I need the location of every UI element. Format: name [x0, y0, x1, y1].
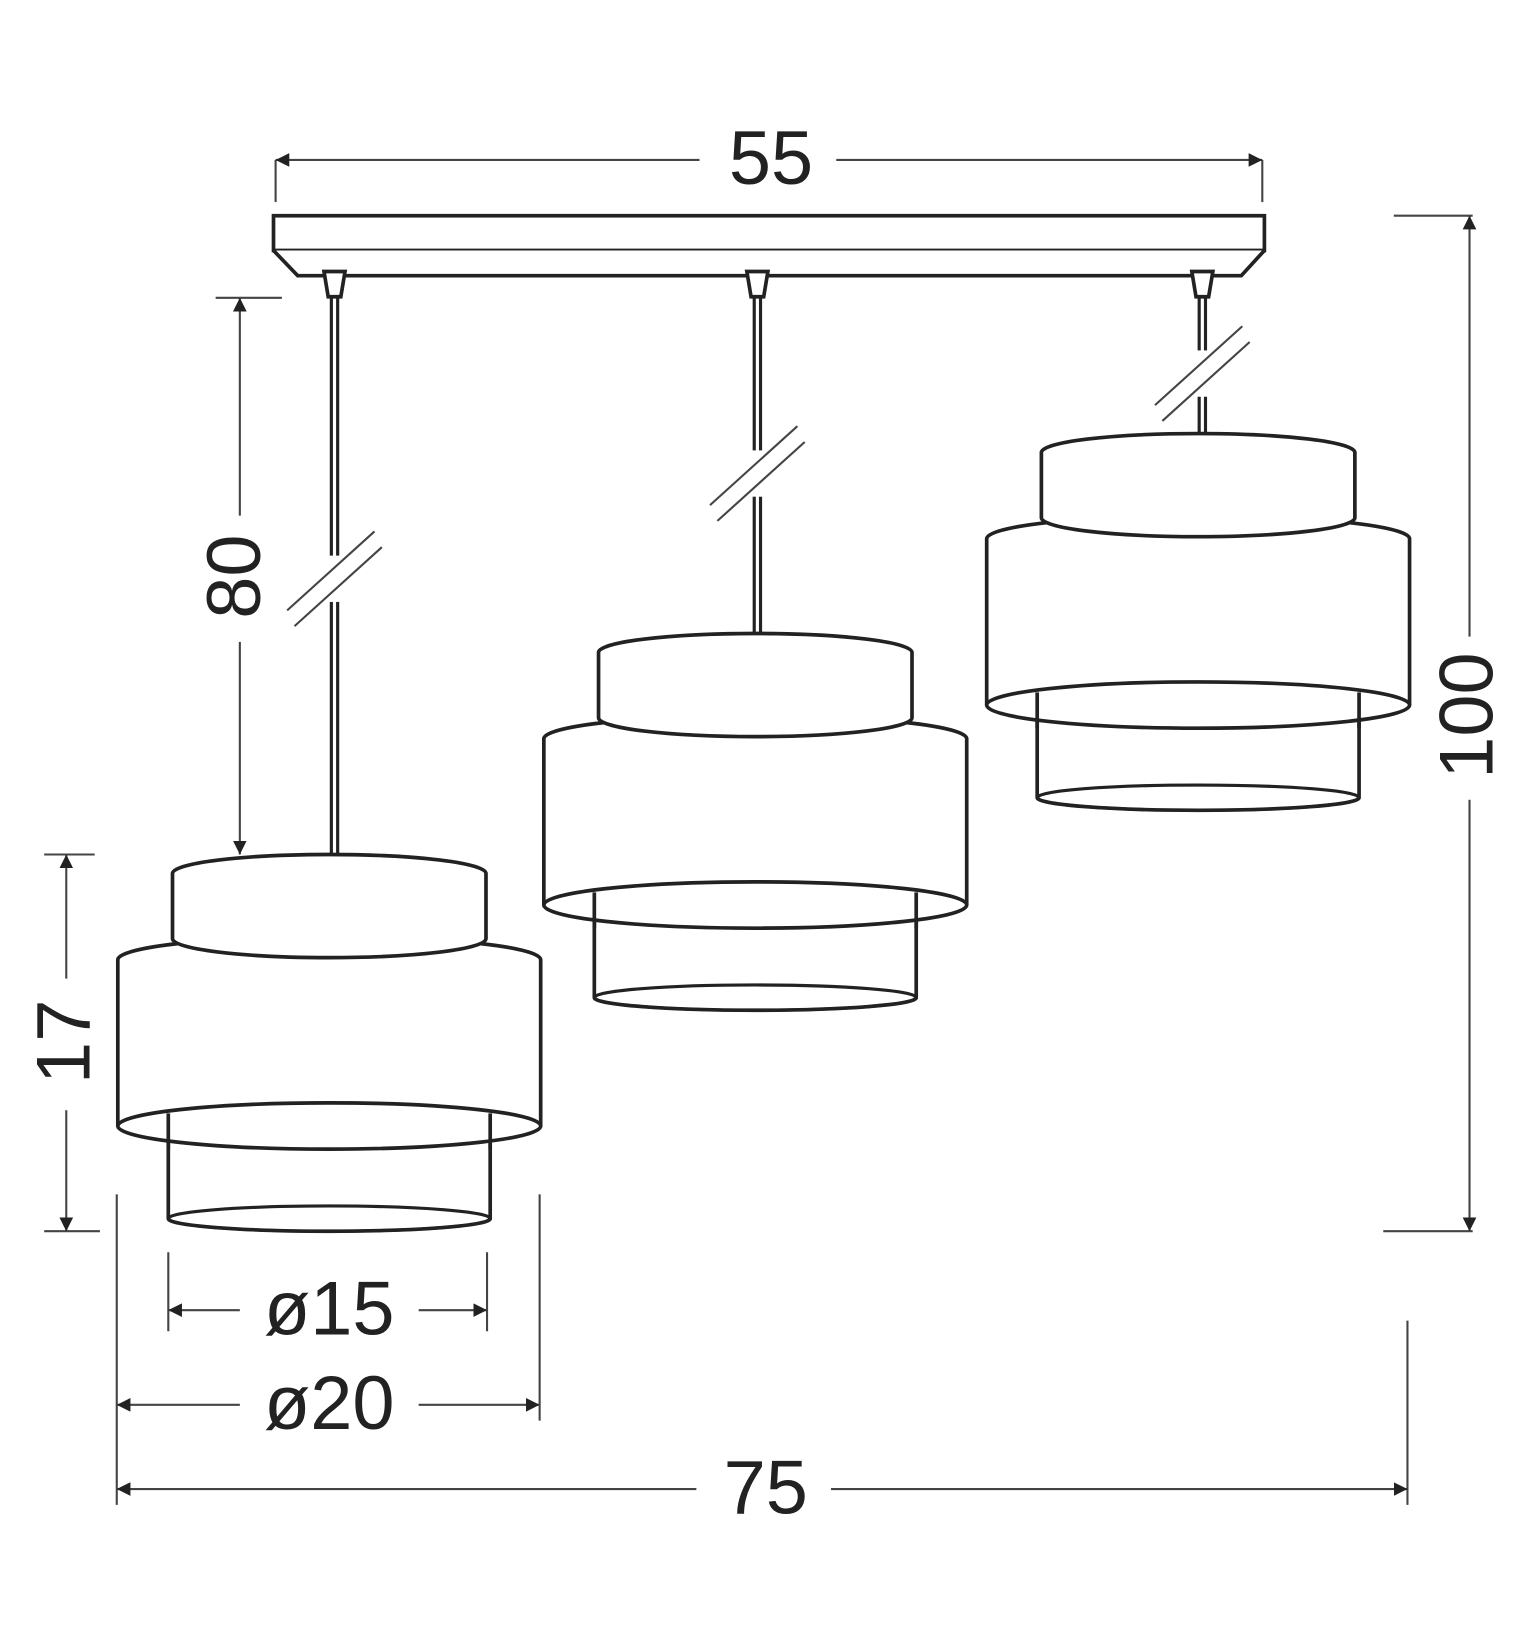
dimension-label-outer-diameter: ø20	[264, 1361, 395, 1446]
dimension-75: 75	[116, 1320, 1409, 1530]
dimension-label-cord-length: 80	[192, 535, 277, 619]
dimension-17: 17	[21, 853, 106, 1233]
dimension-label-inner-diameter: ø15	[264, 1266, 395, 1351]
dimension-diameter-20: ø20	[115, 1194, 541, 1505]
pendant-lamp-middle	[541, 269, 969, 1013]
dimension-55: 55	[274, 116, 1264, 203]
pendant-lamp-right	[984, 269, 1412, 813]
dimension-label-total-width: 75	[724, 1445, 808, 1530]
dimension-label-plate-width: 55	[729, 116, 813, 201]
dimension-100: 100	[1383, 214, 1510, 1233]
pendant-lamp-left	[115, 269, 543, 1234]
cord-break-mark	[709, 425, 806, 522]
dimension-80: 80	[192, 296, 282, 855]
dimension-label-total-height: 100	[1425, 652, 1510, 778]
dimension-label-shade-height: 17	[21, 1000, 106, 1084]
dimension-diameter-15: ø15	[167, 1252, 489, 1351]
ceiling-plate	[271, 213, 1267, 278]
cord-break-mark	[286, 530, 383, 627]
cord-break-mark	[1154, 325, 1251, 422]
